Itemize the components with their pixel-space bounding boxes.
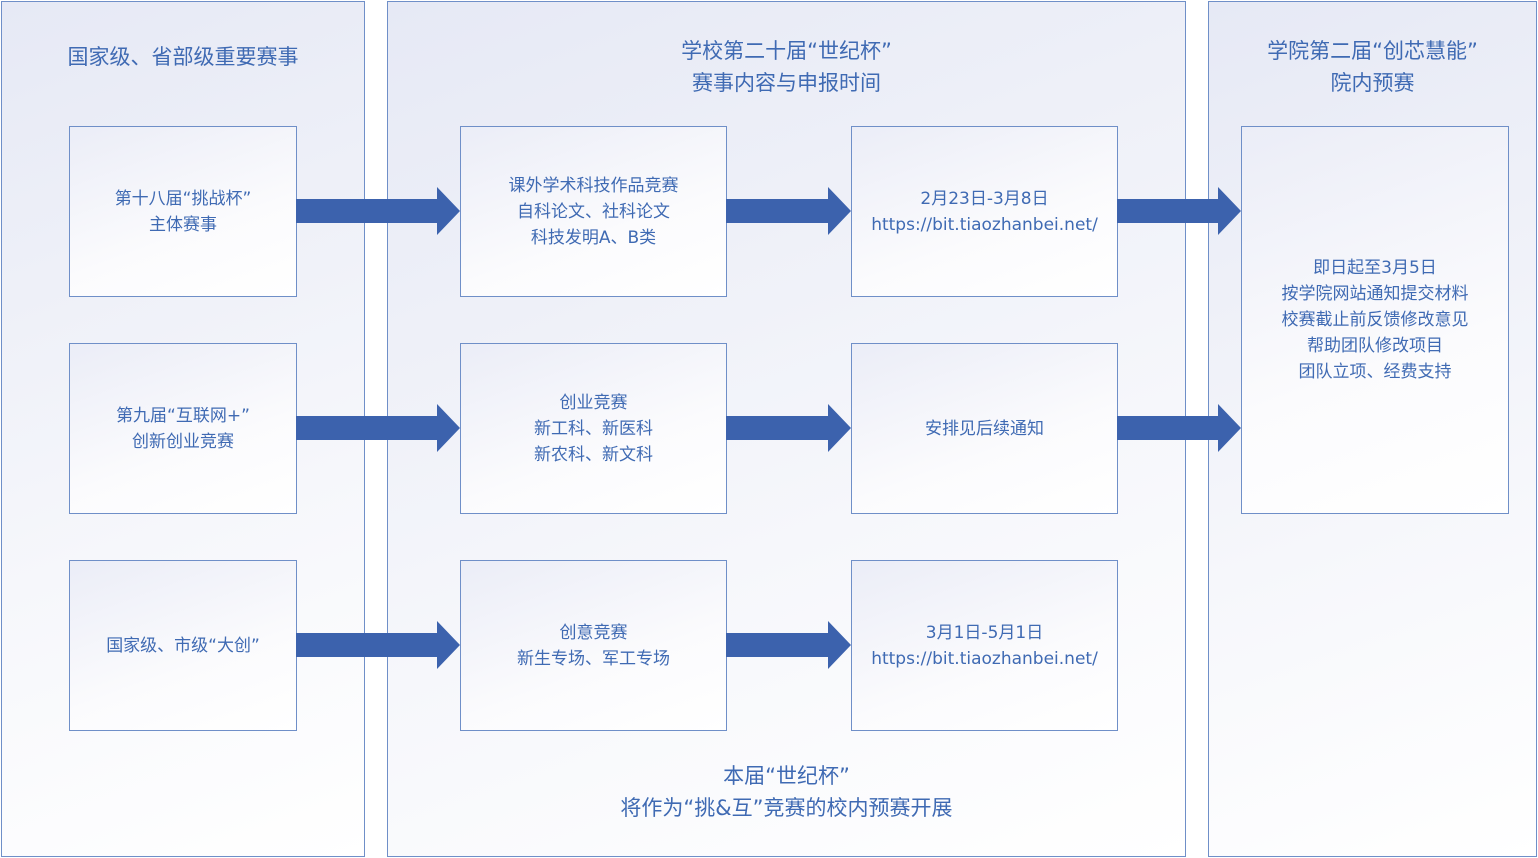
- content-line: 课外学术科技作品竞赛: [508, 175, 679, 196]
- source-line: 创新创业竞赛: [132, 431, 234, 452]
- arrow-source-to-content: [296, 416, 437, 440]
- time-box: 2月23日-3月8日 https://bit.tiaozhanbei.net/: [851, 126, 1118, 297]
- title-line: 赛事内容与申报时间: [692, 71, 881, 95]
- time-box: 安排见后续通知: [851, 343, 1118, 514]
- source-box: 国家级、市级“大创”: [69, 560, 297, 731]
- title-line: 学校第二十届“世纪杯”: [681, 39, 892, 63]
- content-box: 创意竞赛新生专场、军工专场: [460, 560, 727, 731]
- time-line: 3月1日-5月1日: [925, 622, 1044, 643]
- content-line: 新农科、新文科: [534, 444, 653, 465]
- arrow-time-to-college: [1117, 416, 1218, 440]
- arrow-content-to-time: [726, 633, 828, 657]
- arrow-content-to-time-head: [828, 621, 851, 669]
- time-line: https://bit.tiaozhanbei.net/: [871, 214, 1098, 235]
- title-line: 学院第二届“创芯慧能”: [1267, 39, 1478, 63]
- arrow-content-to-time: [726, 416, 828, 440]
- content-line: 新工科、新医科: [534, 418, 653, 439]
- source-line: 主体赛事: [149, 214, 217, 235]
- arrow-source-to-content: [296, 633, 437, 657]
- time-line: https://bit.tiaozhanbei.net/: [871, 648, 1098, 669]
- content-line: 创意竞赛: [559, 622, 628, 643]
- college-line: 校赛截止前反馈修改意见: [1281, 310, 1469, 330]
- title-line: 院内预赛: [1330, 71, 1415, 95]
- time-box: 3月1日-5月1日 https://bit.tiaozhanbei.net/: [851, 560, 1118, 731]
- footer-line: 将作为“挑&互”竞赛的校内预赛开展: [620, 796, 953, 820]
- college-line: 按学院网站通知提交材料: [1281, 284, 1469, 304]
- arrow-time-to-college-head: [1218, 404, 1241, 452]
- content-line: 自科论文、社科论文: [517, 201, 670, 222]
- content-line: 新生专场、军工专场: [517, 648, 670, 669]
- arrow-time-to-college-head: [1218, 187, 1241, 235]
- content-box: 创业竞赛新工科、新医科新农科、新文科: [460, 343, 727, 514]
- source-line: 国家级、市级“大创”: [106, 635, 260, 656]
- college-title: 学院第二届“创芯慧能” 院内预赛: [1208, 35, 1537, 99]
- arrow-source-to-content-head: [437, 404, 460, 452]
- arrow-content-to-time: [726, 199, 828, 223]
- arrow-content-to-time-head: [828, 404, 851, 452]
- content-line: 科技发明A、B类: [530, 227, 657, 248]
- college-line: 团队立项、经费支持: [1298, 362, 1452, 382]
- source-line: 第九届“互联网+”: [116, 405, 250, 426]
- school-footer: 本届“世纪杯” 将作为“挑&互”竞赛的校内预赛开展: [387, 760, 1186, 824]
- national-title: 国家级、省部级重要赛事: [1, 41, 365, 73]
- time-line: 安排见后续通知: [925, 418, 1044, 439]
- college-box: 即日起至3月5日 按学院网站通知提交材料 校赛截止前反馈修改意见 帮助团队修改项…: [1241, 126, 1509, 514]
- arrow-source-to-content-head: [437, 187, 460, 235]
- content-box: 课外学术科技作品竞赛自科论文、社科论文科技发明A、B类: [460, 126, 727, 297]
- arrow-time-to-college: [1117, 199, 1218, 223]
- content-line: 创业竞赛: [559, 392, 628, 413]
- title-line: 国家级、省部级重要赛事: [67, 45, 299, 69]
- arrow-content-to-time-head: [828, 187, 851, 235]
- source-line: 第十八届“挑战杯”: [114, 188, 252, 209]
- college-line: 即日起至3月5日: [1313, 258, 1437, 278]
- source-box: 第九届“互联网+” 创新创业竞赛: [69, 343, 297, 514]
- time-line: 2月23日-3月8日: [920, 188, 1049, 209]
- arrow-source-to-content-head: [437, 621, 460, 669]
- source-box: 第十八届“挑战杯” 主体赛事: [69, 126, 297, 297]
- footer-line: 本届“世纪杯”: [723, 764, 850, 788]
- arrow-source-to-content: [296, 199, 437, 223]
- college-line: 帮助团队修改项目: [1307, 336, 1443, 356]
- school-title: 学校第二十届“世纪杯” 赛事内容与申报时间: [387, 35, 1186, 99]
